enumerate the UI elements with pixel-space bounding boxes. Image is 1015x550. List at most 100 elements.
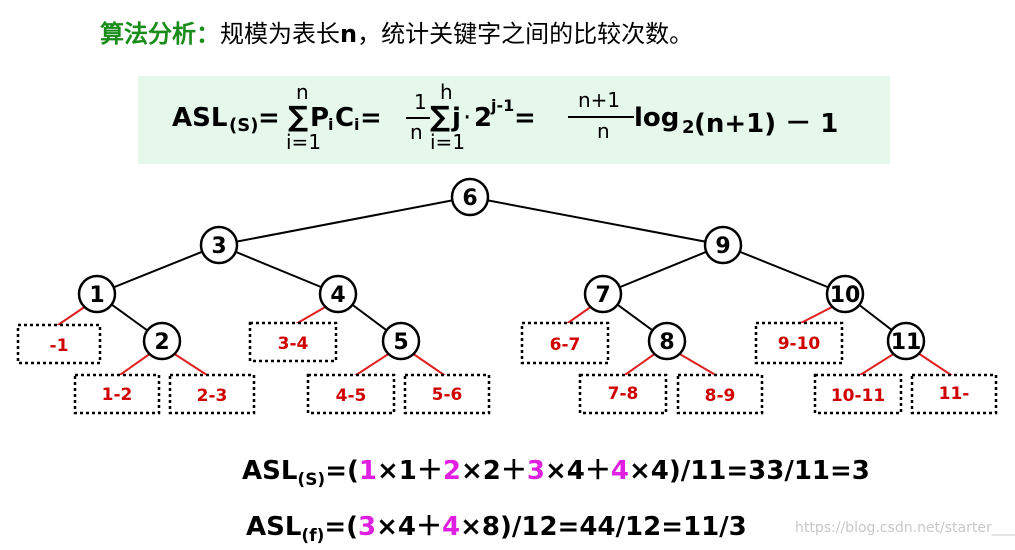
asl-f-prefix: ASL bbox=[246, 512, 302, 542]
asl-s-p5: ×4)/11=33/11=3 bbox=[628, 456, 870, 486]
node-7-label: 7 bbox=[595, 283, 610, 308]
leaf-8-label: 8-9 bbox=[705, 386, 736, 406]
heading-text-before: 规模为表长 bbox=[220, 20, 340, 48]
formula-c: C bbox=[335, 103, 355, 133]
leaf-5-label: 5-6 bbox=[432, 385, 463, 405]
frac2-den: n bbox=[597, 119, 610, 143]
node-6-label: 6 bbox=[462, 186, 477, 211]
heading-label: 算法分析： bbox=[100, 20, 220, 48]
formula-log-sub: 2 bbox=[682, 117, 695, 138]
leaf-4: 4-5 bbox=[306, 373, 396, 415]
fail-edge-10 bbox=[796, 305, 835, 326]
fail-edge-7 bbox=[564, 305, 593, 326]
fail-edge-5a bbox=[352, 352, 391, 378]
leaf-0: -1 bbox=[16, 323, 102, 365]
node-5-label: 5 bbox=[393, 330, 408, 355]
asl-f-p1: =( bbox=[324, 512, 359, 542]
asl-f-level-3: 3 bbox=[358, 512, 377, 542]
formula-dot: · bbox=[463, 103, 472, 133]
node-10-label: 10 bbox=[830, 283, 861, 308]
node-4: 4 bbox=[318, 274, 358, 314]
leaf-6: 6-7 bbox=[520, 321, 610, 365]
leaf-5: 5-6 bbox=[403, 373, 491, 415]
leaf-8: 8-9 bbox=[676, 373, 764, 415]
leaf-2-label: 2-3 bbox=[197, 386, 228, 406]
leaf-11-label: 11- bbox=[939, 384, 970, 404]
heading-text-after: ，统计关键字之间的比较次数。 bbox=[357, 20, 694, 48]
frac2-num: n+1 bbox=[578, 88, 621, 112]
asl-s-level-2: 2 bbox=[442, 456, 461, 486]
leaf-1: 1-2 bbox=[73, 373, 161, 415]
leaf-7: 7-8 bbox=[578, 373, 668, 415]
edge-6-9 bbox=[469, 196, 724, 246]
asl-s-level-1: 1 bbox=[358, 456, 377, 486]
edge-9-10 bbox=[722, 244, 846, 295]
frac1-bar bbox=[406, 117, 430, 119]
fail-edge-11a bbox=[856, 352, 896, 378]
fail-edge-8b bbox=[677, 352, 720, 378]
formula-two: 2 bbox=[474, 103, 493, 133]
leaf-3: 3-4 bbox=[248, 321, 338, 363]
asl-failure-line: ASL(f)=(3×4＋4×8)/12=44/12=11/3 bbox=[246, 506, 747, 546]
node-6: 6 bbox=[450, 177, 490, 217]
node-8: 8 bbox=[647, 321, 687, 361]
leaf-10: 10-11 bbox=[813, 373, 903, 415]
formula-log: log bbox=[634, 103, 680, 133]
asl-s-p2: ×1＋ bbox=[376, 456, 443, 486]
heading: 算法分析：规模为表长n，统计关键字之间的比较次数。 bbox=[100, 14, 693, 49]
fail-edge-5b bbox=[411, 352, 448, 378]
watermark: https://blog.csdn.net/starter____ bbox=[795, 520, 1015, 536]
asl-s-level-3: 3 bbox=[526, 456, 545, 486]
asl-f-p3: ×8)/12=44/12=11/3 bbox=[460, 512, 747, 542]
edge-3-4 bbox=[218, 244, 339, 295]
node-9-label: 9 bbox=[715, 234, 730, 259]
node-3: 3 bbox=[199, 225, 239, 265]
sum2-top: h bbox=[440, 80, 453, 104]
asl-f-level-4: 4 bbox=[442, 512, 461, 542]
tree-nodes: 6 3 9 1 4 7 10 2 5 8 11 bbox=[77, 177, 926, 361]
leaf-1-label: 1-2 bbox=[102, 385, 133, 405]
leaf-11: 11- bbox=[910, 373, 998, 415]
node-9: 9 bbox=[703, 225, 743, 265]
asl-f-p2: ×4＋ bbox=[376, 512, 443, 542]
node-3-label: 3 bbox=[211, 234, 226, 259]
leaf-9-label: 9-10 bbox=[778, 334, 821, 354]
edge-9-7 bbox=[602, 244, 724, 295]
node-2-label: 2 bbox=[154, 330, 169, 355]
asl-success-line: ASL(S)=(1×1＋2×2＋3×4＋4×4)/11=33/11=3 bbox=[242, 450, 870, 490]
fail-edge-1 bbox=[54, 305, 87, 328]
leaf-6-label: 6-7 bbox=[550, 335, 581, 355]
leaf-0-label: -1 bbox=[50, 336, 69, 356]
failure-edges bbox=[54, 305, 955, 378]
failure-leaves: -1 1-2 2-3 3-4 4-5 5-6 6-7 7-8 8-9 9-10 … bbox=[16, 321, 998, 415]
node-7: 7 bbox=[583, 274, 623, 314]
sum1-top: n bbox=[296, 80, 309, 104]
edge-6-3 bbox=[218, 196, 471, 246]
leaf-9: 9-10 bbox=[754, 321, 844, 365]
edge-3-1 bbox=[96, 244, 220, 295]
formula-eq2: = bbox=[360, 103, 382, 133]
fail-edge-11b bbox=[917, 352, 955, 378]
formula-p-sub: i bbox=[328, 115, 334, 134]
leaf-10-label: 10-11 bbox=[831, 386, 885, 406]
sum2-sigma: ∑ bbox=[430, 100, 451, 133]
asl-s-p1: =( bbox=[325, 456, 359, 486]
leaf-4-label: 4-5 bbox=[336, 386, 367, 406]
node-10: 10 bbox=[825, 274, 865, 314]
formula-asl: ASL bbox=[172, 103, 228, 133]
tree-edges bbox=[96, 196, 907, 342]
node-1-label: 1 bbox=[89, 283, 104, 308]
node-5: 5 bbox=[381, 321, 421, 361]
formula-exp: j-1 bbox=[491, 96, 515, 115]
formula-c-sub: i bbox=[354, 115, 360, 134]
formula-j: j bbox=[452, 103, 461, 133]
formula-asl-sub: (S) bbox=[229, 115, 259, 136]
leaf-7-label: 7-8 bbox=[608, 384, 639, 404]
node-4-label: 4 bbox=[330, 283, 345, 308]
frac1-den: n bbox=[410, 120, 423, 144]
node-8-label: 8 bbox=[659, 330, 674, 355]
asl-f-sub: (f) bbox=[301, 526, 325, 547]
asl-s-sub: (S) bbox=[297, 470, 326, 491]
formula-rest: (n+1) － 1 bbox=[694, 109, 839, 139]
sum1-sigma: ∑ bbox=[288, 100, 309, 133]
